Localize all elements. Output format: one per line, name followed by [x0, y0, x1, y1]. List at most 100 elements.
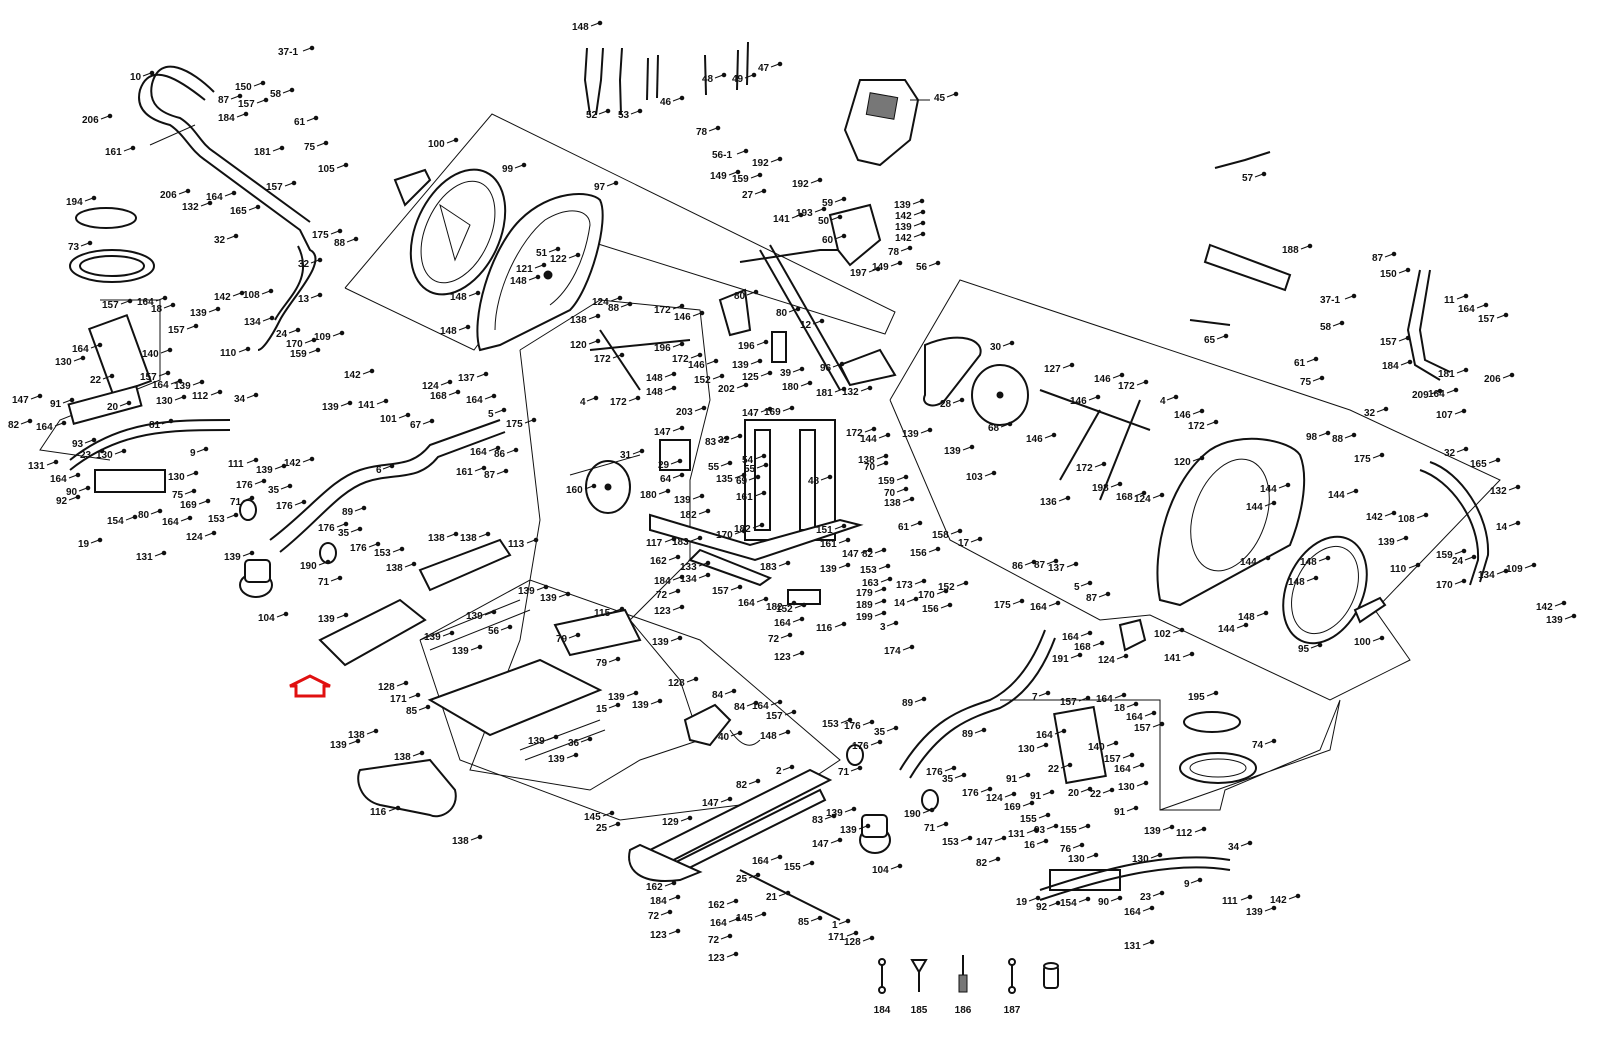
leader-dot [671, 371, 677, 377]
leader-dot [1069, 362, 1075, 368]
part-label: 87 [1086, 593, 1098, 604]
leader-dot [959, 397, 965, 403]
leader-line [1332, 322, 1342, 327]
leader-dot [1079, 842, 1085, 848]
leader-line [154, 552, 164, 557]
part-label: 103 [966, 472, 983, 483]
leader-dot [753, 700, 759, 706]
part-label: 93 [72, 439, 84, 450]
leader-line [310, 294, 320, 299]
leader-line [896, 488, 906, 493]
leader-line [670, 637, 680, 642]
leader-line [1172, 629, 1182, 634]
leader-dot [465, 324, 471, 330]
leader-dot [1313, 575, 1319, 581]
leader-dot [841, 523, 847, 529]
leader-dot [268, 288, 274, 294]
part-label: 144 [1328, 490, 1345, 501]
leader-dot [597, 20, 603, 26]
part-label: 181 [1438, 369, 1455, 380]
leader-line [1136, 782, 1146, 787]
console-45 [843, 79, 930, 167]
leader-line [706, 360, 716, 365]
leader-dot [777, 156, 783, 162]
leader-line [896, 476, 906, 481]
leader-dot [1271, 500, 1277, 506]
leader-line [846, 932, 856, 937]
leader-dot [1351, 293, 1357, 299]
part-label: 79 [556, 634, 568, 645]
part-label: 72 [768, 634, 780, 645]
part-label: 130 [1018, 744, 1035, 755]
leader-dot [935, 546, 941, 552]
leader-line [158, 372, 168, 377]
part-label: 55 [744, 464, 756, 475]
part-label: 130 [1118, 782, 1135, 793]
leader-dot [309, 456, 315, 462]
part-label: 34 [1228, 842, 1240, 853]
leader-line [834, 235, 844, 240]
part-label: 122 [550, 254, 567, 265]
leader-dot [555, 246, 561, 252]
part-label: 155 [1060, 825, 1077, 836]
leader-dot [935, 260, 941, 266]
leader-line [746, 291, 756, 296]
leader-line [1400, 361, 1410, 366]
leader-line [780, 634, 790, 639]
leader-line [226, 514, 236, 519]
leader-line [1048, 602, 1058, 607]
leader-dot [909, 644, 915, 650]
part-label: 123 [774, 652, 791, 663]
part-label: 157 [102, 300, 119, 311]
part-label: 140 [142, 349, 159, 360]
part-label: 142 [284, 458, 301, 469]
part-label: 150 [1380, 269, 1397, 280]
part-label: 139 [840, 825, 857, 836]
part-label: 59 [822, 198, 834, 209]
leader-dot [1571, 613, 1577, 619]
leader-dot [615, 656, 621, 662]
leader-dot [881, 547, 887, 553]
leader-dot [375, 541, 381, 547]
leader-dot [575, 252, 581, 258]
leader-line [1488, 459, 1498, 464]
leader-dot [885, 563, 891, 569]
part-label: 139 [1246, 907, 1263, 918]
leader-dot [615, 702, 621, 708]
leader-line [782, 407, 792, 412]
leader-dot [615, 821, 621, 827]
part-label: 73 [68, 242, 80, 253]
leader-line [546, 736, 556, 741]
part-label: 182 [766, 602, 783, 613]
part-label: 142 [1536, 602, 1553, 613]
leader-dot [883, 453, 889, 459]
screwdriver-icon [958, 955, 968, 993]
leader-line [864, 428, 874, 433]
part-label: 14 [1496, 522, 1508, 533]
leader-line [913, 222, 923, 227]
leader-line [792, 368, 802, 373]
leader-dot [357, 526, 363, 532]
leader-dot [1159, 492, 1165, 498]
part-label: 105 [318, 164, 335, 175]
leader-dot [1099, 640, 1105, 646]
part-label: 84 [712, 690, 724, 701]
leader-line [862, 937, 872, 942]
leader-dot [425, 704, 431, 710]
leader-line [1098, 593, 1108, 598]
leader-dot [831, 813, 837, 819]
leader-dot [162, 295, 168, 301]
part-label: 31 [620, 450, 632, 461]
part-label: 131 [136, 552, 153, 563]
part-label: 39 [780, 368, 792, 379]
part-label: 146 [1026, 434, 1043, 445]
leader-line [398, 414, 408, 419]
part-label: 91 [1114, 807, 1126, 818]
leader-dot [483, 371, 489, 377]
leader-dot [411, 561, 417, 567]
leader-line [90, 344, 100, 349]
tool-label: 186 [955, 1005, 972, 1016]
cover-116 [357, 758, 457, 818]
part-label: 138 [570, 315, 587, 326]
part-label: 142 [344, 370, 361, 381]
